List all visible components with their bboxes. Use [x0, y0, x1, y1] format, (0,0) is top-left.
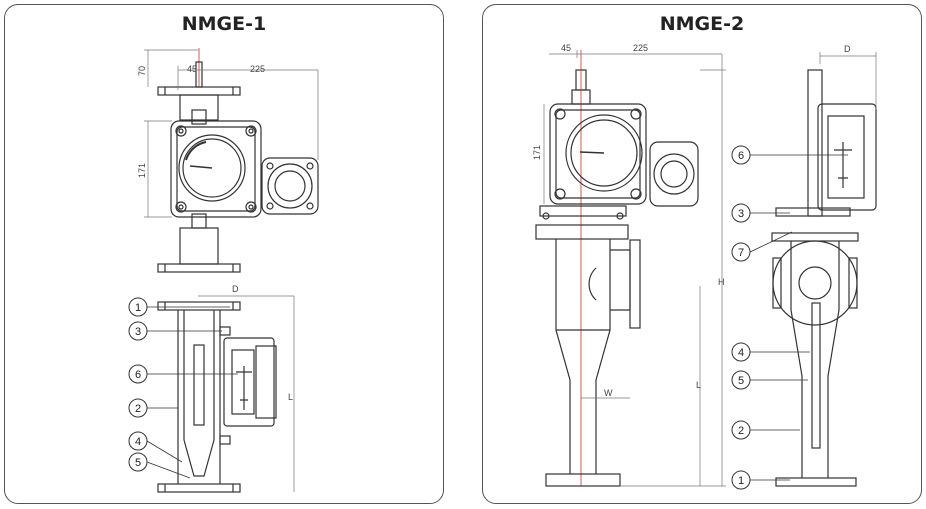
nmge2-dim-45: 45 [561, 43, 571, 53]
nmge2-dim-d: D [844, 44, 851, 54]
nmge1-dim-d: D [232, 284, 239, 294]
nmge2-dim-h: H [718, 277, 725, 287]
nmge1-dimension-lines [144, 49, 319, 218]
nmge1-dim-l: L [288, 392, 293, 402]
nmge2-callout-6: 6 [738, 150, 744, 162]
nmge2-callout-2: 2 [738, 425, 744, 437]
nmge1-side-dimension-lines [198, 295, 295, 492]
nmge2-front-view [535, 50, 699, 487]
nmge1-side-view [157, 301, 277, 493]
panel-title-nmge-1: NMGE-1 [181, 13, 267, 35]
nmge1-dim-70: 70 [137, 66, 147, 76]
nmge1-dim-171: 171 [137, 163, 147, 178]
nmge1-callout-circles [128, 297, 148, 472]
nmge1-callout-6: 6 [135, 369, 141, 381]
nmge2-dim-w: W [604, 388, 613, 398]
nmge2-callout-circles [731, 145, 751, 490]
nmge1-dim-45: 45 [187, 64, 197, 74]
nmge2-dimension-lines [543, 50, 726, 487]
nmge2-callout-5: 5 [738, 375, 744, 387]
nmge2-dim-171: 171 [532, 145, 542, 160]
nmge2-side-dimension-lines [819, 52, 877, 110]
nmge1-front-view [157, 48, 319, 273]
nmge1-callout-1: 1 [135, 302, 141, 314]
nmge2-callout-4: 4 [738, 347, 744, 359]
nmge2-side-view [771, 69, 877, 487]
nmge1-callout-5: 5 [135, 457, 141, 469]
nmge1-callout-3: 3 [135, 326, 141, 338]
nmge1-callout-2: 2 [135, 403, 141, 415]
nmge1-callout-leaders [146, 306, 238, 479]
nmge1-dim-225: 225 [250, 64, 265, 74]
panel-nmge-2: NMGE-2 [482, 4, 922, 504]
nmge2-dim-225: 225 [633, 43, 648, 53]
nmge2-callout-1: 1 [738, 475, 744, 487]
nmge1-callout-4: 4 [135, 436, 141, 448]
panel-title-nmge-2: NMGE-2 [659, 13, 745, 35]
nmge2-callout-leaders [749, 154, 848, 481]
nmge2-callout-7: 7 [738, 247, 744, 259]
nmge2-callout-3: 3 [738, 208, 744, 220]
nmge2-dim-l: L [696, 380, 701, 390]
